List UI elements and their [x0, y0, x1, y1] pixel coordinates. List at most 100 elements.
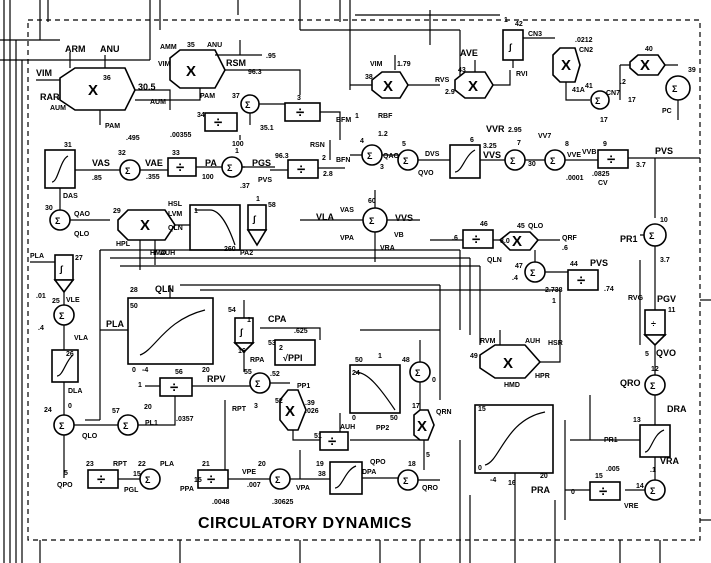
block-29-symbol: X — [140, 217, 150, 234]
block-2-divider: ÷ 2 RSN 96.3 2.8 — [270, 140, 345, 178]
block-23-k: 5 — [64, 470, 68, 477]
block-25-out: VLA — [74, 335, 88, 342]
curve-28-x3: 20 — [202, 367, 210, 374]
block-29-in-lvm: LVM — [168, 211, 182, 218]
block-51-number: 51 — [314, 433, 322, 440]
block-7-k3: VVS — [483, 150, 501, 160]
block-12-summer: Σ 12 QRO DRA — [620, 345, 687, 425]
curve-15-number: 15 — [478, 406, 486, 413]
block-9-k2: .0825 — [592, 171, 610, 178]
block-42-integrator: ∫ 42 1 RVI — [503, 17, 555, 78]
block-17-number: 17 — [412, 403, 420, 410]
block-57-out: PL1 — [145, 420, 158, 427]
block-13-number: 13 — [633, 417, 641, 424]
block-12-symbol: Σ — [650, 381, 656, 391]
block-47-symbol: Σ — [530, 268, 536, 278]
block-36-sub: PAM — [105, 123, 120, 130]
block-19-out: DPA — [362, 469, 376, 476]
block-37-symbol: Σ — [245, 100, 251, 110]
block-30-symbol: Σ — [55, 216, 61, 226]
block-18-symbol: Σ — [403, 476, 409, 486]
block-27-number: 27 — [75, 255, 83, 262]
block-43-left: RVS — [435, 77, 450, 84]
block-54-integrator: ∫ 54 1 RPA 16 — [228, 300, 264, 372]
cn3-k: .0212 — [575, 37, 593, 44]
block-35-out: RSM — [226, 58, 246, 68]
block-18-in-qpo: QPO — [370, 459, 386, 466]
block-11-in-rvg: RVG — [628, 295, 644, 302]
block-53-k2: 2 — [279, 345, 283, 352]
block-21-symbol: ÷ — [207, 471, 215, 488]
block-38-multiplier: X 38 VIM 1.79 — [350, 55, 440, 98]
block-15-k1: .005 — [606, 466, 620, 473]
block-21-number: 21 — [202, 461, 210, 468]
block-55-symbol: Σ — [255, 379, 261, 389]
block-30-in-qlo: QLO — [74, 231, 90, 238]
block-36-number: 36 — [103, 75, 111, 82]
block-55-k2: .52 — [270, 371, 280, 378]
block-29-out-auh: AUH — [160, 250, 175, 257]
block-15-divider: ÷ 15 .005 0 — [565, 466, 620, 500]
block-33-k: .00355 — [170, 132, 192, 139]
block-54-out: RPA — [250, 357, 264, 364]
block-44-k: .74 — [604, 286, 614, 293]
block-41a-symbol: X — [561, 57, 571, 74]
block-14-out: VRE — [624, 503, 639, 510]
block-23-divider: ÷ 23 RPT 5 — [64, 461, 140, 488]
block-14-summer: Σ 14 VRA .1 VRE — [624, 456, 680, 510]
aum-label: AUM — [150, 99, 166, 106]
block-40-k3: 17 — [628, 97, 636, 104]
block-22-k: 15 — [133, 471, 141, 478]
block-52-k2: .026 — [305, 408, 319, 415]
block-52-number: 52 — [275, 398, 283, 405]
block-57-number: 57 — [112, 408, 120, 415]
block-27-k: .01 — [36, 293, 46, 300]
block-25-summer: Σ 25 VLE .4 VLA — [38, 297, 88, 350]
block-2-symbol: ÷ — [297, 161, 305, 178]
block-9-symbol: ÷ — [607, 151, 615, 168]
block-55-out: RPT — [232, 406, 247, 413]
block-20-k1: .007 — [247, 482, 261, 489]
block-22-symbol: Σ — [145, 475, 151, 485]
block-60-in-vra: VRA — [380, 245, 395, 252]
block-8-out: VVE — [567, 152, 581, 159]
block-14-in-vra: VRA — [660, 456, 680, 466]
curve-28-in: PLA — [106, 319, 125, 329]
block-55-summer: Σ 55 RPV RPT 3 .52 — [207, 369, 290, 413]
curve-50-out: PP2 — [376, 425, 389, 432]
curve-15-out: PRA — [531, 485, 551, 495]
block-19-k: 38 — [318, 471, 326, 478]
block-5-out: QVO — [418, 170, 434, 177]
block-5-in-dvs: DVS — [425, 151, 440, 158]
block-36-in-aum: AUM — [50, 105, 66, 112]
block-9-in-vvb: VVB — [582, 149, 596, 156]
curve-15-x2: -4 — [490, 477, 496, 484]
block-56-number: 56 — [175, 369, 183, 376]
block-4-out: QAO — [383, 153, 400, 160]
block-35-symbol: X — [186, 63, 196, 80]
block-8-symbol: Σ — [550, 156, 556, 166]
block-11-symbol: ÷ — [651, 319, 656, 329]
block-45-multiplier: X 45 3.0 QLO QRF .6 — [500, 223, 578, 252]
block-22-out: PGL — [124, 487, 139, 494]
block-54-k: 1 — [247, 317, 251, 324]
block-1-summer: Σ 1 PGS .37 PVS — [222, 148, 275, 190]
block-54-k2: 16 — [238, 348, 246, 355]
block-33-symbol: ÷ — [176, 159, 184, 176]
block-49-symbol: X — [503, 355, 513, 372]
block-14-k1: .1 — [650, 467, 656, 474]
block-47-number: 47 — [515, 263, 523, 270]
block-15-symbol: ÷ — [599, 483, 607, 500]
block-4-in-rbf: RBF — [378, 113, 393, 120]
block-36-in-rar: RAR — [40, 92, 60, 102]
block-15-number: 15 — [595, 473, 603, 480]
block-25-symbol: Σ — [59, 311, 65, 321]
block-4-in-bfn: BFN — [336, 157, 350, 164]
block-49-out-hpr: HPR — [535, 373, 550, 380]
block-57-summer: Σ 57 20 .0357 PL1 — [112, 396, 194, 435]
block-22-summer: Σ 22 PLA PGL 15 — [124, 461, 174, 494]
block-7-symbol: Σ — [510, 156, 516, 166]
block-24-in-qlo: QLO — [82, 433, 98, 440]
block-9-k4: 3.7 — [636, 162, 646, 169]
block-60-symbol: Σ — [369, 216, 375, 226]
